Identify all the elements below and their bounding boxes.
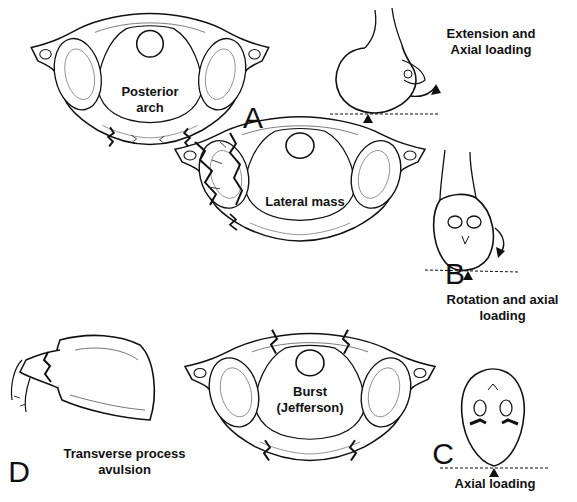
mechanism-label: Transverse process avulsion <box>52 446 197 478</box>
panel-letter: B <box>440 258 470 290</box>
part-label: Burst (Jefferson) <box>265 384 355 416</box>
part-label: Posterior arch <box>110 84 190 116</box>
panel-letter: C <box>428 438 458 470</box>
panel-letter: D <box>4 456 34 488</box>
mechanism-label: Axial loading <box>440 476 550 492</box>
panel-letter: A <box>238 102 268 134</box>
part-label: Lateral mass <box>265 194 345 210</box>
mechanism-label: Extension and Axial loading <box>436 26 546 58</box>
mechanism-label: Rotation and axial loading <box>440 292 565 324</box>
